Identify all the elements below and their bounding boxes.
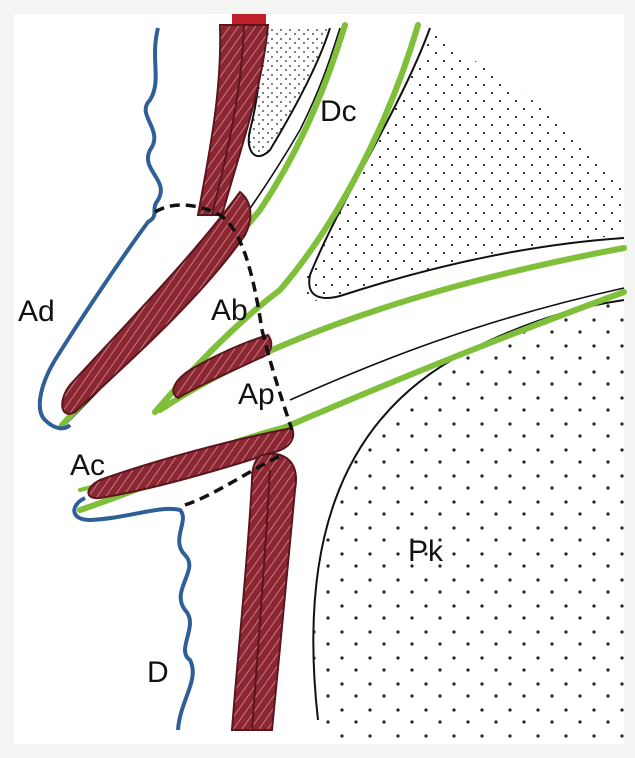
- blue-surface-lower: [74, 498, 192, 730]
- label-dc: Dc: [320, 97, 357, 127]
- label-pk: Pk: [408, 537, 443, 567]
- label-ac: Ac: [70, 451, 105, 481]
- label-ad: Ad: [18, 297, 55, 327]
- stippled-region-pk: [313, 300, 624, 744]
- muscle-band-bottom: [232, 454, 296, 730]
- label-d: D: [147, 658, 169, 688]
- label-ap: Ap: [238, 380, 275, 410]
- red-top-mark: [232, 14, 266, 24]
- label-ab: Ab: [211, 296, 248, 326]
